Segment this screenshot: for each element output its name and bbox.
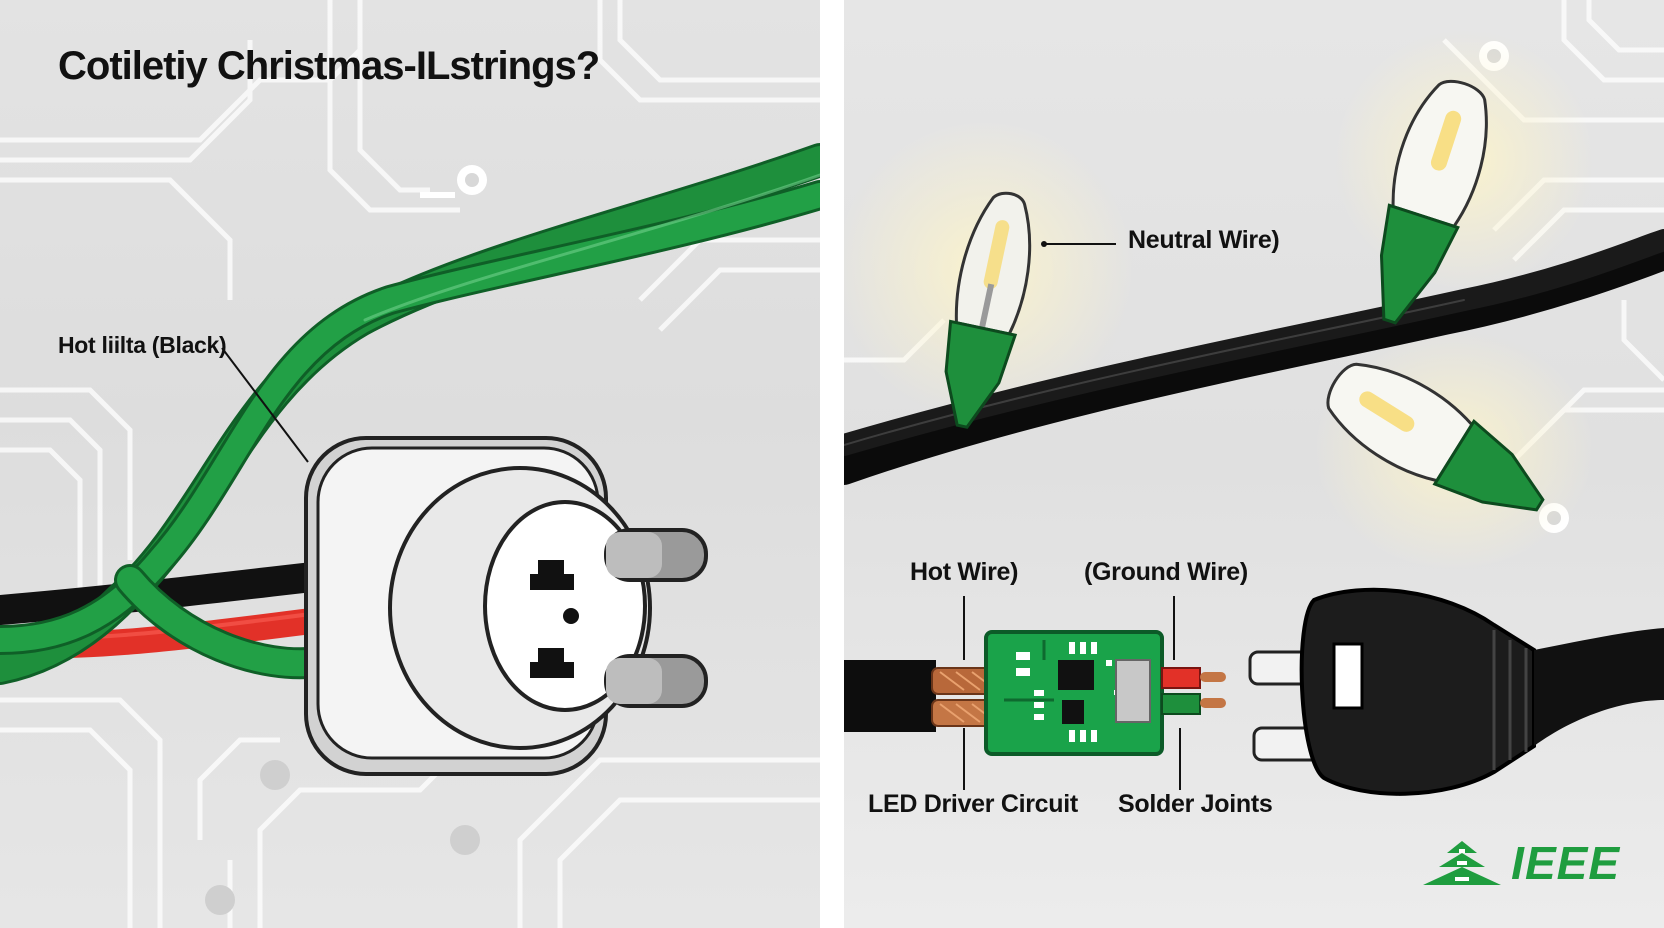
socket-slot-top — [530, 560, 574, 590]
hot-leader-line — [221, 347, 309, 463]
plug-pin-bottom — [604, 654, 708, 708]
ieee-tree-logo-icon — [1423, 841, 1502, 885]
socket-ground-hole — [563, 608, 579, 624]
output-wires — [1161, 667, 1226, 715]
solder-joints-label: Solder Joints — [1118, 790, 1273, 818]
black-wire-left — [0, 560, 345, 625]
bulb-bottom-right — [1326, 362, 1545, 512]
black-plug — [1248, 587, 1664, 796]
panel-divider — [820, 0, 844, 928]
led-driver-label: LED Driver Circuit — [868, 790, 1078, 818]
ieee-brand: IEEE — [1419, 836, 1620, 890]
bulb-left — [944, 191, 1032, 429]
page-title: Cotiletiy Christmas-ILstrings? — [58, 44, 600, 88]
neutral-wire-label: Neutral Wire) — [1128, 226, 1280, 254]
hot-wire-label-left: Hot liilta (Black) — [58, 332, 227, 358]
socket-slot-bottom — [530, 648, 574, 678]
bulb-top-right — [1379, 79, 1488, 325]
ieee-wordmark: IEEE — [1511, 837, 1620, 889]
pcb-leader-lines — [963, 596, 1181, 790]
neutral-leader-line — [1041, 241, 1116, 247]
right-illustration — [844, 0, 1664, 796]
led-driver-pcb — [984, 630, 1164, 756]
hot-wire-label-right: Hot Wire) — [910, 558, 1019, 586]
left-illustration — [0, 0, 820, 928]
power-cable-jacket — [844, 660, 936, 732]
plug-adapter — [304, 436, 708, 776]
plug-pin-top — [604, 528, 708, 582]
ground-wire-label: (Ground Wire) — [1084, 558, 1248, 586]
left-via-icon — [420, 165, 487, 198]
right-panel: Neutral Wire) Hot Wire) (Ground Wire) LE… — [844, 0, 1664, 928]
left-circuit-pads — [205, 760, 480, 915]
left-panel: Cotiletiy Christmas-ILstrings? Hot liilt… — [0, 0, 820, 928]
green-twisted-wire — [0, 143, 820, 685]
